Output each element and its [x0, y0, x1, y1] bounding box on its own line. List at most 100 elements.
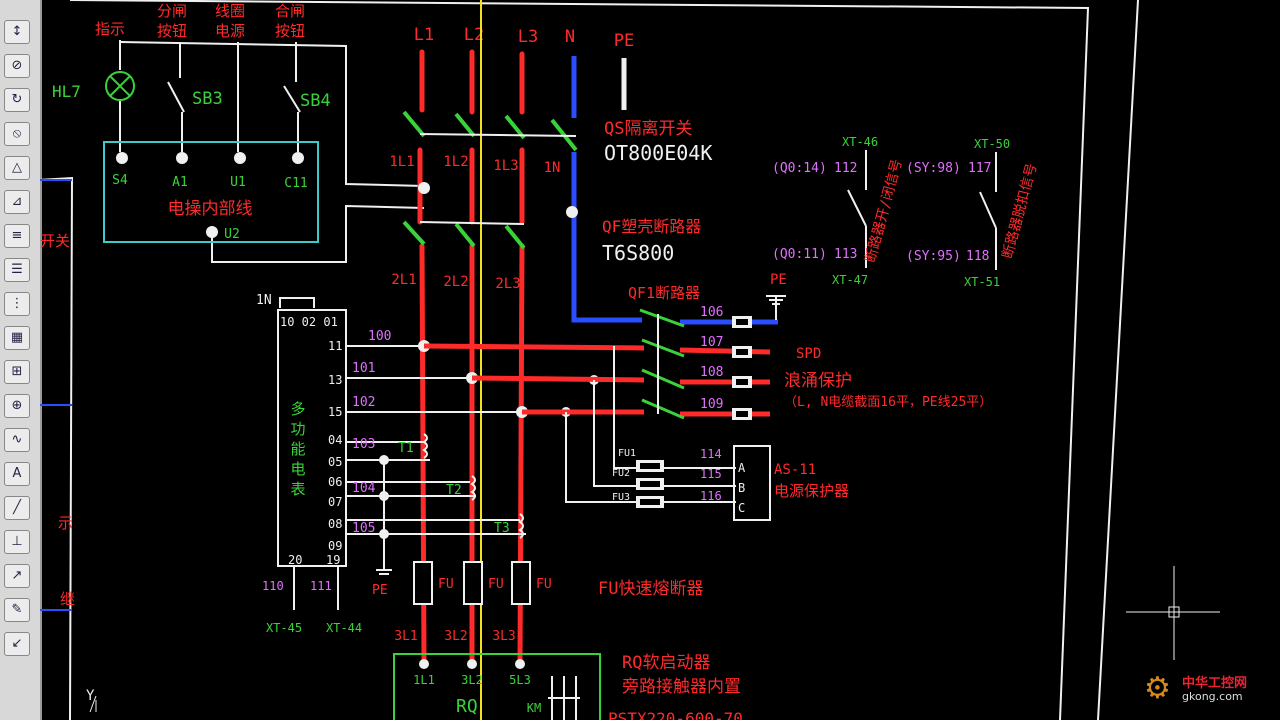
- close-button-label-2: 按钮: [275, 22, 305, 40]
- qs-out-1l3: 1L3: [493, 158, 518, 174]
- meter-pin-08: 08: [328, 517, 342, 531]
- as11-pin-a: A: [738, 461, 746, 475]
- rq-pin-5l3: 5L3: [509, 673, 531, 687]
- distribute-icon[interactable]: ⋮: [4, 292, 30, 316]
- meter-top-pins: 10 02 01: [280, 315, 338, 329]
- ct-t3: T3: [494, 521, 510, 536]
- status-left-q-bot: (Q0:11): [772, 247, 827, 262]
- meter-pin-05: 05: [328, 455, 342, 469]
- side-label-switch: 开关: [40, 232, 70, 250]
- crosshair-cursor: [1126, 566, 1220, 660]
- open-button-label-2: 按钮: [157, 22, 187, 40]
- fuse-out-3l1: 3L1: [394, 629, 417, 644]
- phase-pe: PE: [614, 31, 634, 51]
- y-axis-label: Y: [86, 688, 95, 704]
- phase-l3: L3: [518, 27, 538, 47]
- align-icon[interactable]: ≡: [4, 224, 30, 248]
- meter-top-label: 1N: [256, 293, 272, 308]
- meter-wire-103: 103: [352, 437, 375, 452]
- rq-model: PSTX220-600-70: [608, 709, 743, 720]
- phase-n: N: [565, 27, 575, 47]
- ucs-icon: [89, 695, 97, 713]
- side-label-relay: 继: [60, 590, 75, 608]
- status-right-desc: 断路器脱扣信号: [1000, 162, 1041, 261]
- phase-l1: L1: [414, 25, 434, 45]
- cad-drawing-canvas[interactable]: 指示 分闸 按钮 线圈 电源 合闸 按钮 HL7 SB3 SB4: [40, 0, 1280, 720]
- status-right-n-top: 117: [968, 161, 991, 176]
- schematic-diagram: 指示 分闸 按钮 线圈 电源 合闸 按钮 HL7 SB3 SB4: [40, 0, 1220, 720]
- meter-pin-20: 20: [288, 553, 302, 567]
- meter-wire-100: 100: [368, 329, 391, 344]
- status-contacts: XT-46 XT-47 XT-50 XT-51 (Q0:14) 112 (Q0:…: [772, 135, 1041, 289]
- status-left-desc: 断路器开/闭信号: [863, 157, 906, 264]
- leader-icon[interactable]: ↗: [4, 564, 30, 588]
- qf1-wire-108: 108: [700, 365, 723, 380]
- wave-icon[interactable]: ∿: [4, 428, 30, 452]
- fuses: FU FU FU FU快速熔断器 3L1 3L2 3L3: [394, 561, 703, 644]
- text-icon[interactable]: A: [4, 462, 30, 486]
- qf1-label: QF1断路器: [628, 284, 700, 302]
- meter-pin-04: 04: [328, 433, 342, 447]
- rq-name: RQ: [456, 696, 478, 717]
- rq-line2: 旁路接触器内置: [622, 677, 741, 697]
- side-label-show: 示: [58, 514, 73, 532]
- no-entry-icon[interactable]: ⦸: [4, 122, 30, 146]
- qf-model: T6S800: [602, 241, 674, 265]
- circle-slash-icon[interactable]: ⊘: [4, 54, 30, 78]
- close-button-label-1: 合闸: [275, 2, 305, 20]
- meter-pin-07: 07: [328, 495, 342, 509]
- switch-sb4: [283, 85, 301, 113]
- layer-icon[interactable]: ☰: [4, 258, 30, 282]
- lamp-hl7: [105, 71, 135, 101]
- meter-pin-15: 15: [328, 405, 342, 419]
- meter-pin-19: 19: [326, 553, 340, 567]
- xt-num-110: 110: [262, 579, 284, 593]
- status-left-n-top: 112: [834, 161, 857, 176]
- meter-wire-104: 104: [352, 481, 376, 496]
- ct-t2: T2: [446, 483, 462, 498]
- qs-out-1n: 1N: [544, 160, 561, 176]
- fuse-out-3l2: 3L2: [444, 629, 467, 644]
- fuse-description: FU快速熔断器: [598, 579, 703, 599]
- meter-name-3: 能: [290, 440, 305, 458]
- meter-pe-label: PE: [372, 583, 388, 598]
- meter-wire-102: 102: [352, 395, 375, 410]
- fuse-2-label: FU: [488, 577, 504, 592]
- xt-num-111: 111: [310, 579, 332, 593]
- meter-name-2: 功: [290, 420, 305, 438]
- soft-starter: 1L1 3L2 5L3 KM RQ RQ软启动器 旁路接触器内置 PSTX220…: [393, 653, 743, 720]
- scroll-icon[interactable]: ↕: [4, 20, 30, 44]
- status-right-xt-bot: XT-51: [964, 275, 1000, 289]
- dimension-icon[interactable]: ⊿: [4, 190, 30, 214]
- grid-icon[interactable]: ⊞: [4, 360, 30, 384]
- line-icon[interactable]: ╱: [4, 496, 30, 520]
- qf-out-2l2: 2L2: [443, 274, 468, 290]
- rq-line1: RQ软启动器: [622, 653, 710, 673]
- table-icon[interactable]: ▦: [4, 326, 30, 350]
- as11-wire-116: 116: [700, 489, 722, 503]
- terminal-u1: U1: [230, 175, 246, 190]
- sb3-label: SB3: [192, 89, 223, 109]
- meter-name-5: 表: [290, 480, 305, 498]
- status-left-n-bot: 113: [834, 247, 857, 262]
- qs-name: QS隔离开关: [604, 119, 692, 139]
- measure-icon[interactable]: ⊥: [4, 530, 30, 554]
- status-left-xt-bot: XT-47: [832, 273, 868, 287]
- rq-pin-1l1: 1L1: [413, 673, 435, 687]
- watermark-site: 中华工控网: [1182, 676, 1248, 691]
- status-right-q-top: (SY:98): [906, 161, 961, 176]
- as11-fu1: FU1: [618, 448, 636, 459]
- terminal-s4: S4: [112, 173, 128, 188]
- qf1-wire-106: 106: [700, 305, 723, 320]
- pen-icon[interactable]: ✎: [4, 598, 30, 622]
- target-icon[interactable]: ⊕: [4, 394, 30, 418]
- as11-fu3: FU3: [612, 492, 630, 503]
- triangle-icon[interactable]: △: [4, 156, 30, 180]
- rotate-icon[interactable]: ↻: [4, 88, 30, 112]
- meter-name-4: 电: [290, 460, 305, 478]
- terminal-a1: A1: [172, 175, 188, 190]
- qf-out-2l1: 2L1: [391, 272, 416, 288]
- end-icon[interactable]: ↙: [4, 632, 30, 656]
- as11-name: AS-11: [774, 462, 816, 478]
- sb4-label: SB4: [300, 91, 331, 111]
